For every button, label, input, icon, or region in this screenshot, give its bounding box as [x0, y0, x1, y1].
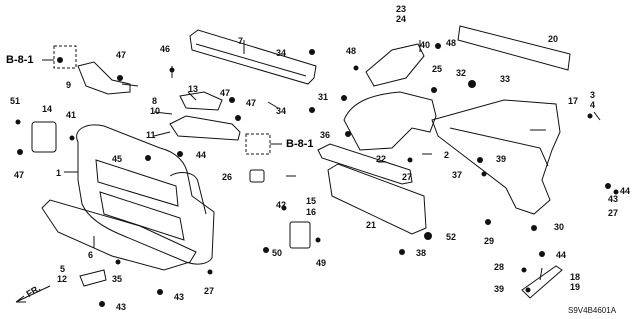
side-bracket-18-19	[521, 265, 563, 299]
callout-label: 52	[446, 232, 457, 242]
rear-plate	[457, 25, 571, 71]
callout-label: 22	[376, 154, 387, 164]
callout-label: 40	[420, 40, 431, 50]
callout-label: 45	[112, 154, 123, 164]
bracket-5-12	[79, 269, 107, 287]
callout-label: 1	[56, 168, 62, 178]
front-beam	[189, 29, 317, 85]
callout-label: 46	[160, 44, 171, 54]
bracket-15-16	[289, 221, 311, 249]
callout-label: 48	[446, 38, 457, 48]
callout-label: 36	[320, 130, 331, 140]
bracket-14	[31, 121, 57, 153]
callout-label: 12	[57, 274, 68, 284]
rear-beam	[327, 163, 427, 235]
callout-label: 17	[568, 96, 579, 106]
callout-label: 14	[42, 104, 53, 114]
callout-label: 4	[590, 100, 596, 110]
front-bumper-grille	[95, 159, 179, 207]
callout-label: 47	[246, 98, 257, 108]
callout-label: 27	[204, 286, 215, 296]
callout-label: 2	[444, 150, 450, 160]
reference-box-upper	[53, 45, 77, 69]
callout-label: 47	[116, 50, 127, 60]
callout-label: 35	[112, 274, 123, 284]
callout-label: 9	[66, 80, 72, 90]
callout-label: 8	[152, 96, 158, 106]
callout-label: 44	[620, 186, 631, 196]
front-bumper-lower-opening	[99, 191, 185, 241]
callout-label: 19	[570, 282, 581, 292]
rear-bumper-main	[431, 99, 561, 215]
callout-label: 32	[456, 68, 467, 78]
callout-label: 50	[272, 248, 283, 258]
callout-label: 28	[494, 262, 505, 272]
callout-label: 51	[10, 96, 21, 106]
callout-label: 34	[276, 106, 287, 116]
bracket-upper-left	[77, 61, 131, 95]
callout-label: 41	[66, 110, 77, 120]
rear-bracket	[365, 43, 425, 87]
front-absorber	[169, 115, 241, 141]
callout-label: 43	[608, 194, 619, 204]
leader-lines	[64, 40, 601, 281]
callout-label: 15	[306, 196, 317, 206]
callout-label: 39	[496, 154, 507, 164]
clip-26	[249, 169, 265, 183]
callout-label: 20	[548, 34, 559, 44]
callout-label: 44	[556, 250, 567, 260]
front-bumper-corner	[169, 172, 207, 215]
callout-label: 23	[396, 4, 407, 14]
callout-label: 27	[402, 172, 413, 182]
callout-label: 11	[146, 130, 156, 140]
callout-label: 38	[416, 248, 427, 258]
callout-label: 47	[14, 170, 25, 180]
callout-label: 24	[396, 14, 407, 24]
callout-label: 21	[366, 220, 377, 230]
callout-label: 27	[608, 208, 619, 218]
callout-label: 48	[346, 46, 357, 56]
callout-label: 5	[60, 264, 66, 274]
front-direction-arrow	[15, 285, 51, 303]
callout-label: 6	[88, 250, 94, 260]
callout-label: 7	[238, 36, 244, 46]
callout-label: 3	[590, 90, 596, 100]
rear-bumper-main-edge	[449, 127, 549, 167]
callout-label: 31	[318, 92, 329, 102]
callout-label: 13	[188, 84, 199, 94]
callout-label: 34	[276, 48, 287, 58]
callout-label: 47	[220, 88, 231, 98]
rear-beam-upper	[317, 143, 413, 185]
reference-box-lower	[245, 133, 271, 155]
callout-label: 42	[276, 200, 287, 210]
catalog-code: S9V4B4601A	[568, 306, 617, 315]
callout-label: 26	[222, 172, 233, 182]
callout-label: 29	[484, 236, 495, 246]
front-bumper-cover	[76, 124, 215, 265]
callout-label: 43	[116, 302, 127, 312]
callout-label: 10	[150, 106, 161, 116]
callout-label: 33	[500, 74, 511, 84]
front-absorber-upper	[179, 91, 223, 111]
callout-label: 39	[494, 284, 505, 294]
callout-label: 49	[316, 258, 327, 268]
front-lower-lip	[41, 199, 197, 271]
reference-label-b81-lower: B-8-1	[286, 138, 314, 150]
callout-label: 25	[432, 64, 443, 74]
fasteners	[15, 43, 619, 307]
rear-bumper-cover	[343, 91, 437, 151]
reference-label-b81-upper: B-8-1	[6, 54, 34, 66]
callout-label: 18	[570, 272, 581, 282]
callout-label: 30	[554, 222, 565, 232]
front-beam-inner	[195, 43, 307, 77]
callout-label: 16	[306, 207, 317, 217]
callout-label: 44	[196, 150, 207, 160]
callout-label: 43	[174, 292, 185, 302]
callout-label: 37	[452, 170, 463, 180]
